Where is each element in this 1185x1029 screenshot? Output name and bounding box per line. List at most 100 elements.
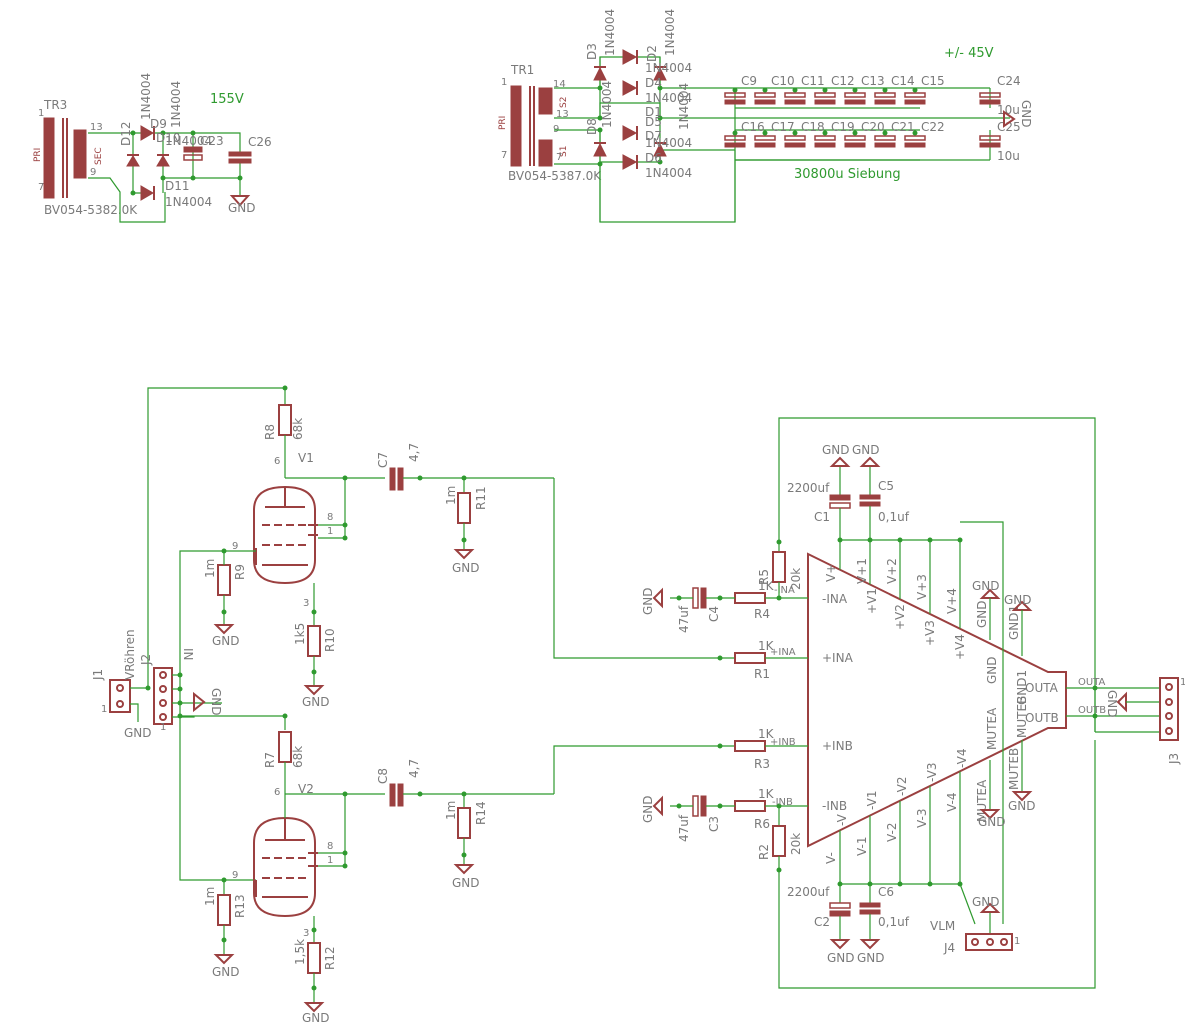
svg-text:R9: R9 [233,564,247,580]
tube-v2 [253,816,318,918]
svg-text:GND: GND [641,587,655,615]
svg-text:-V2: -V2 [895,777,909,796]
svg-text:R12: R12 [323,946,337,970]
svg-text:R8: R8 [263,424,277,440]
tr3-pin-sec-top: 13 [90,122,103,133]
svg-text:R5: R5 [757,569,771,585]
svg-text:+V2: +V2 [893,604,907,630]
resistor-r1 [734,652,766,664]
tr3-sec-label: SEC [94,147,104,165]
svg-text:MUTEB: MUTEB [1007,748,1021,790]
svg-text:R11: R11 [474,486,488,510]
svg-text:D6: D6 [645,151,662,165]
capacitor-c19: C19 [814,120,855,148]
svg-text:2200uf: 2200uf [787,481,830,495]
svg-text:7: 7 [556,152,562,163]
capacitor-c12: C12 [814,74,855,105]
diode-d12 [126,154,140,167]
svg-text:MUTEA: MUTEA [985,707,999,750]
diode-d9 [140,125,155,141]
svg-text:10u: 10u [997,149,1020,163]
svg-text:68k: 68k [291,418,305,440]
svg-text:MUTEB: MUTEB [1015,696,1029,738]
diode-d1 [653,66,667,81]
tr3-supply: PRI SEC TR3 BV054-5382.0K 1 7 13 9 D12 1… [33,73,272,223]
svg-text:C5: C5 [878,479,894,493]
svg-text:R2: R2 [757,844,771,860]
capacitor-label: C21 [891,120,915,134]
tr3-name: TR3 [43,98,67,112]
svg-text:1N4004: 1N4004 [645,91,692,105]
svg-text:GND: GND [1008,799,1036,813]
svg-text:GND: GND [1004,593,1032,607]
svg-text:6: 6 [274,787,280,798]
diode-d6 [622,154,638,170]
capacitor-label: C19 [831,120,855,134]
capacitor-label: C17 [771,120,795,134]
tr3-pin-sec-bot: 9 [90,167,96,178]
svg-text:GND: GND [124,726,152,740]
svg-text:GND: GND [302,695,330,709]
gnd-symbol [229,195,251,207]
svg-text:4,7: 4,7 [407,443,421,462]
resistor-r12 [307,942,321,974]
capacitor-c17: C17 [754,120,795,148]
svg-text:D12: D12 [119,121,133,146]
svg-text:R10: R10 [323,628,337,652]
svg-text:OUTB: OUTB [1078,705,1106,716]
svg-text:C6: C6 [878,885,894,899]
svg-text:6: 6 [274,456,280,467]
svg-text:-INA: -INA [822,592,848,606]
svg-text:GND: GND [452,561,480,575]
resistor-r5 [772,551,786,583]
svg-text:V-: V- [824,852,838,864]
svg-text:1: 1 [327,526,333,537]
capacitor-c1 [829,494,851,509]
capacitor-c8 [389,783,404,807]
svg-text:20k: 20k [789,568,803,590]
svg-text:GND: GND [641,795,655,823]
svg-text:1: 1 [501,77,507,88]
svg-text:GND1: GND1 [1015,670,1029,705]
amp-ic-body [807,552,1067,848]
resistor-r2 [772,825,786,857]
svg-text:V-1: V-1 [855,837,869,856]
svg-text:OUTA: OUTA [1078,677,1106,688]
svg-text:GND: GND [978,815,1006,829]
svg-text:GND: GND [209,688,223,716]
svg-text:V+2: V+2 [885,558,899,584]
svg-text:1m: 1m [203,559,217,578]
svg-text:D4: D4 [645,76,662,90]
svg-text:1N4004: 1N4004 [600,81,614,128]
svg-text:1N4004: 1N4004 [165,195,212,209]
svg-text:-V3: -V3 [925,763,939,782]
svg-text:R6: R6 [754,817,770,831]
svg-text:D5: D5 [645,115,662,129]
connector-j3 [1159,677,1179,741]
svg-text:GND: GND [972,579,1000,593]
diode-d7 [653,142,667,157]
capacitor-c5 [859,494,881,507]
svg-text:1N4004: 1N4004 [677,83,691,130]
tr3-primary-coil [43,117,55,199]
svg-text:GND: GND [212,965,240,979]
svg-text:+INA: +INA [770,647,796,658]
tr3-pin-pri-top: 1 [38,108,44,119]
capacitor-c4 [692,587,707,609]
svg-text:BV054-5387.0K: BV054-5387.0K [508,169,602,183]
svg-text:-INA: -INA [774,585,795,596]
resistor-r14 [457,807,471,839]
svg-text:GND1: GND1 [1007,605,1021,640]
svg-text:1K: 1K [758,639,775,653]
svg-text:C25: C25 [997,120,1021,134]
tr3-secondary-coil [73,129,87,179]
capacitor-c3 [692,795,707,817]
svg-text:+V3: +V3 [923,620,937,646]
svg-text:VRöhren: VRöhren [123,629,137,680]
svg-text:OUTB: OUTB [1025,711,1059,725]
svg-text:R4: R4 [754,607,770,621]
svg-text:-V1: -V1 [865,791,879,810]
svg-text:GND: GND [452,876,480,890]
svg-text:GND: GND [972,895,1000,909]
